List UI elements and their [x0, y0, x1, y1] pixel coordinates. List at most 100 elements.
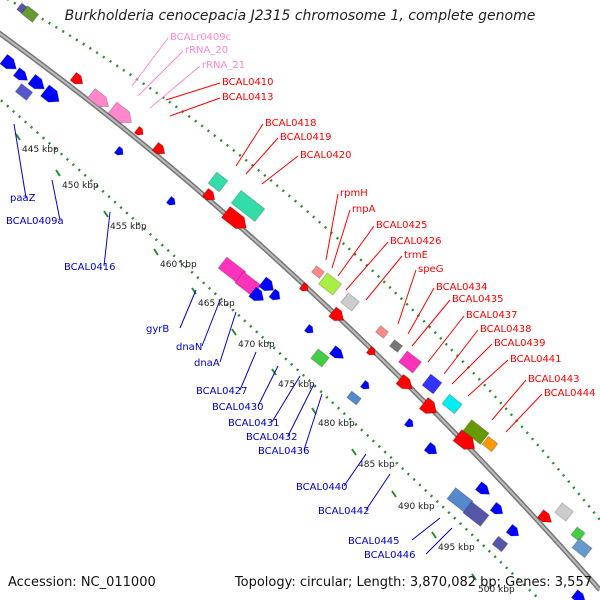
forward-label-leader — [261, 155, 299, 185]
gene-arrow — [113, 145, 124, 156]
ruler-tick — [55, 169, 61, 177]
gene-box — [441, 393, 463, 415]
ruler-tick — [431, 531, 437, 539]
gene-feature — [397, 350, 423, 374]
gene-feature — [298, 281, 309, 292]
gene-feature — [489, 501, 504, 515]
gene-feature — [39, 84, 60, 103]
forward-gene-label: BCAL0410 — [222, 77, 274, 88]
gene-box — [421, 373, 443, 395]
forward-label-leader — [345, 241, 389, 291]
gene-feature — [571, 537, 593, 559]
reverse-label-leader — [425, 527, 453, 555]
reverse-label-leader — [103, 211, 111, 267]
gene-feature — [346, 390, 362, 406]
gene-arrow — [0, 53, 17, 70]
gene-arrow — [536, 509, 553, 523]
gene-box — [20, 5, 40, 23]
gene-arrow — [258, 276, 275, 292]
forward-label-leader — [325, 193, 339, 261]
gene-feature — [481, 435, 499, 453]
reverse-gene-label: gyrB — [146, 324, 169, 335]
ruler-label: 445 kbp — [22, 145, 59, 155]
reverse-label-leader — [257, 365, 279, 407]
gene-feature — [388, 339, 404, 353]
gene-feature — [310, 348, 330, 368]
gene-box — [462, 501, 490, 527]
ruler-tick — [191, 287, 197, 295]
reverse-label-leader — [179, 289, 197, 329]
gene-feature — [554, 502, 574, 522]
gene-feature — [536, 509, 553, 523]
gene-feature — [462, 419, 490, 445]
ruler-label: 455 kbp — [110, 222, 147, 232]
forward-gene-label: BCAL0425 — [376, 220, 428, 231]
gene-feature — [107, 101, 133, 124]
forward-label-leader — [235, 123, 264, 167]
forward-gene-label: BCAL0418 — [265, 118, 317, 129]
gene-arrow — [12, 67, 29, 81]
forward-label-leader — [467, 359, 509, 397]
gene-feature — [201, 187, 216, 201]
reverse-label-leader — [13, 123, 27, 199]
ruler-label: 495 kbp — [438, 543, 475, 553]
forward-gene-label: BCALr0409c — [170, 32, 231, 43]
gene-arrow — [403, 417, 414, 428]
forward-gene-label: BCAL0435 — [452, 294, 504, 305]
gene-arrow — [39, 84, 60, 103]
gene-box — [230, 189, 266, 223]
forward-gene-label: trmE — [404, 250, 428, 261]
ruler-label: 450 kbp — [62, 181, 99, 191]
ruler-label: 460 kbp — [160, 260, 197, 270]
gene-feature — [12, 67, 29, 81]
gene-arrow — [151, 141, 166, 155]
forward-label-leader — [407, 287, 435, 335]
gene-box — [346, 390, 362, 406]
gene-feature — [165, 195, 176, 206]
reverse-gene-label: BCAL0430 — [212, 402, 264, 413]
gene-arrow — [452, 429, 476, 450]
reverse-gene-label: BCAL0440 — [296, 482, 348, 493]
gene-box — [388, 339, 404, 353]
forward-gene-label: BCAL0444 — [544, 388, 596, 399]
forward-gene-label: rRNA_20 — [185, 45, 228, 56]
gene-feature — [328, 306, 345, 322]
reverse-gene-label: BCAL0432 — [246, 432, 298, 443]
gene-feature — [570, 526, 586, 542]
reverse-gene-label: BCAL0431 — [228, 418, 280, 429]
gene-feature — [303, 323, 314, 334]
ruler-tick — [231, 328, 237, 336]
forward-gene-label: BCAL0443 — [528, 374, 580, 385]
gene-feature — [27, 73, 45, 90]
gene-arrow — [359, 379, 370, 390]
topology-text: Topology: circular; Length: 3,870,082 bp… — [234, 575, 592, 590]
gene-arrow — [423, 441, 438, 455]
forward-label-leader — [451, 343, 493, 385]
reverse-gene-label: BCAL0416 — [64, 262, 116, 273]
gene-arrow — [395, 373, 413, 390]
gene-feature — [14, 83, 34, 101]
gene-arrow — [365, 345, 376, 356]
gene-feature — [86, 87, 110, 108]
ruler-tick — [311, 407, 317, 415]
gene-feature — [20, 5, 40, 23]
reverse-gene-label: BCAL0445 — [348, 536, 400, 547]
ruler-tick — [15, 133, 21, 141]
gene-feature — [268, 288, 281, 301]
gene-arrow — [328, 345, 345, 359]
reverse-gene-label: BCAL0446 — [364, 550, 416, 561]
ruler-label: 500 kbp — [478, 585, 515, 595]
gene-box — [14, 83, 34, 101]
reverse-gene-label: dnaA — [194, 358, 220, 369]
forward-label-leader — [337, 225, 375, 277]
reverse-label-leader — [365, 473, 391, 511]
gene-box — [317, 272, 343, 296]
gene-box — [570, 526, 586, 542]
reverse-gene-label: dnaN — [176, 342, 202, 353]
forward-gene-label: BCAL0441 — [510, 354, 562, 365]
gene-feature — [258, 276, 275, 292]
forward-label-leader — [491, 379, 527, 421]
gene-box — [481, 435, 499, 453]
